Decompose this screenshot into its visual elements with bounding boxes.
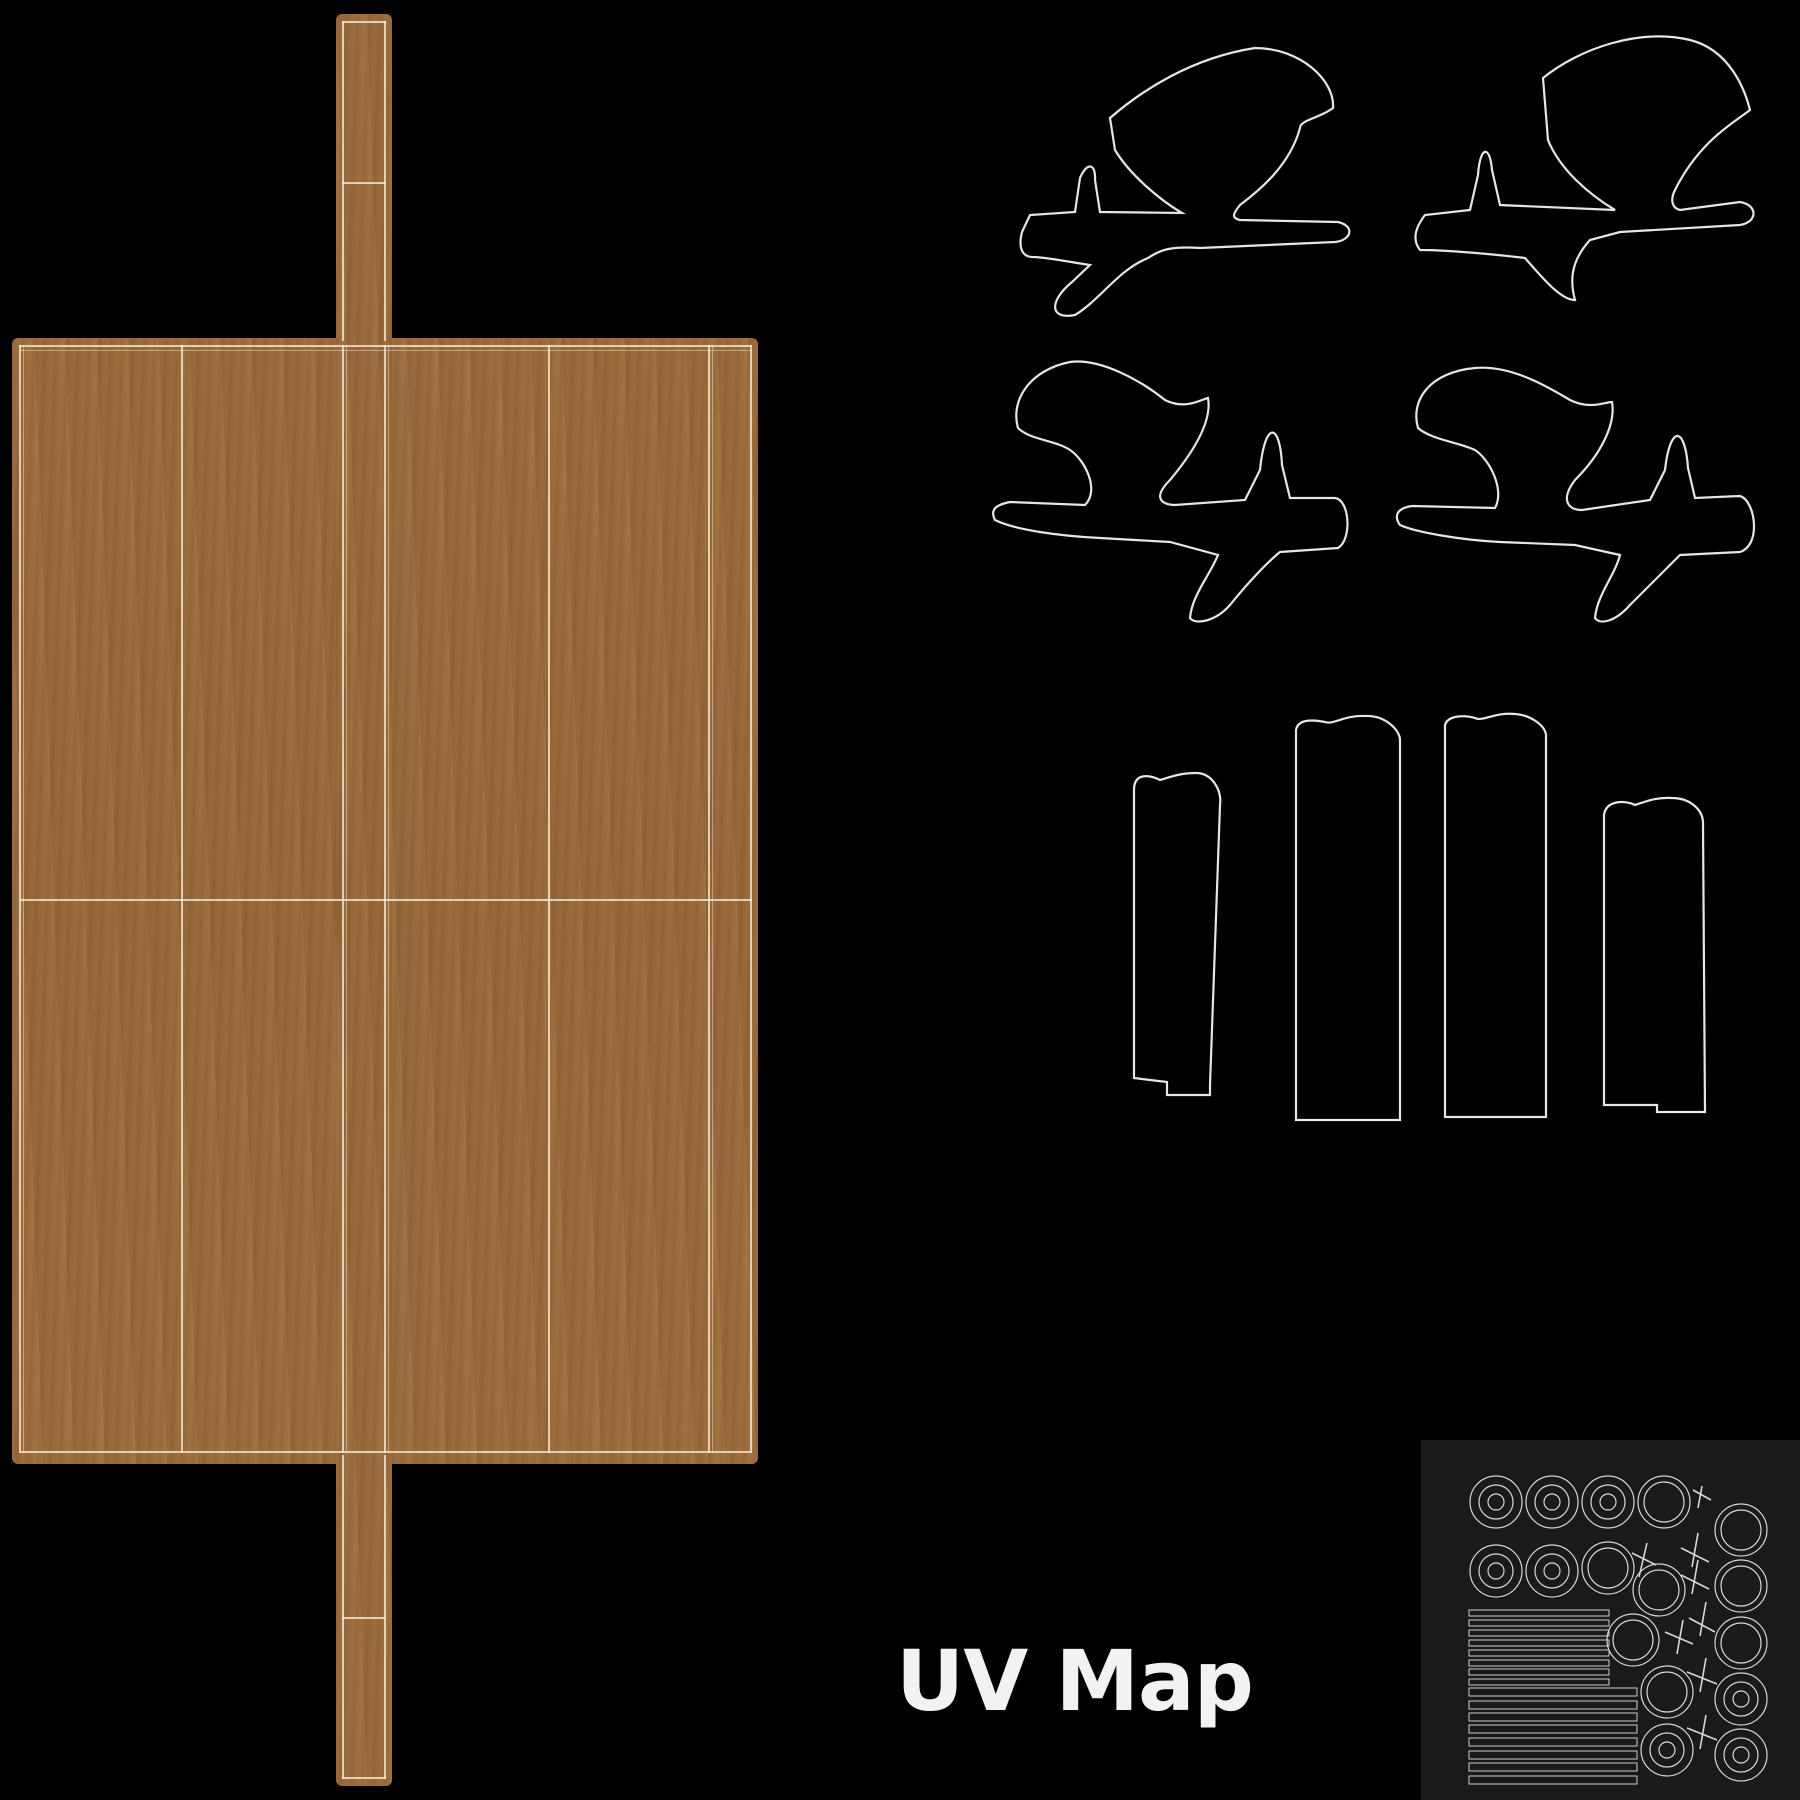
- disc-middle: [1606, 1563, 1694, 1777]
- disc-column-right: [1714, 1503, 1768, 1782]
- cylinder-1: [1132, 771, 1222, 1097]
- inset-uv-shapes: [1468, 1475, 1768, 1785]
- disc-row-1: [1469, 1475, 1691, 1529]
- cylinder-3: [1443, 712, 1548, 1119]
- bird-top-right: [1414, 35, 1755, 302]
- uv-map-title: UV Map: [896, 1632, 1254, 1730]
- strip-group-dense: [1468, 1609, 1610, 1686]
- cross-shapes: [1631, 1485, 1718, 1750]
- bird-bottom-right: [1395, 366, 1755, 623]
- strip-group-sparse: [1468, 1687, 1638, 1785]
- bird-top-left: [1019, 46, 1351, 317]
- disc-row-2: [1469, 1541, 1635, 1598]
- cylinder-2: [1294, 714, 1402, 1122]
- cylinder-4: [1602, 796, 1707, 1114]
- bird-bottom-left: [992, 360, 1349, 623]
